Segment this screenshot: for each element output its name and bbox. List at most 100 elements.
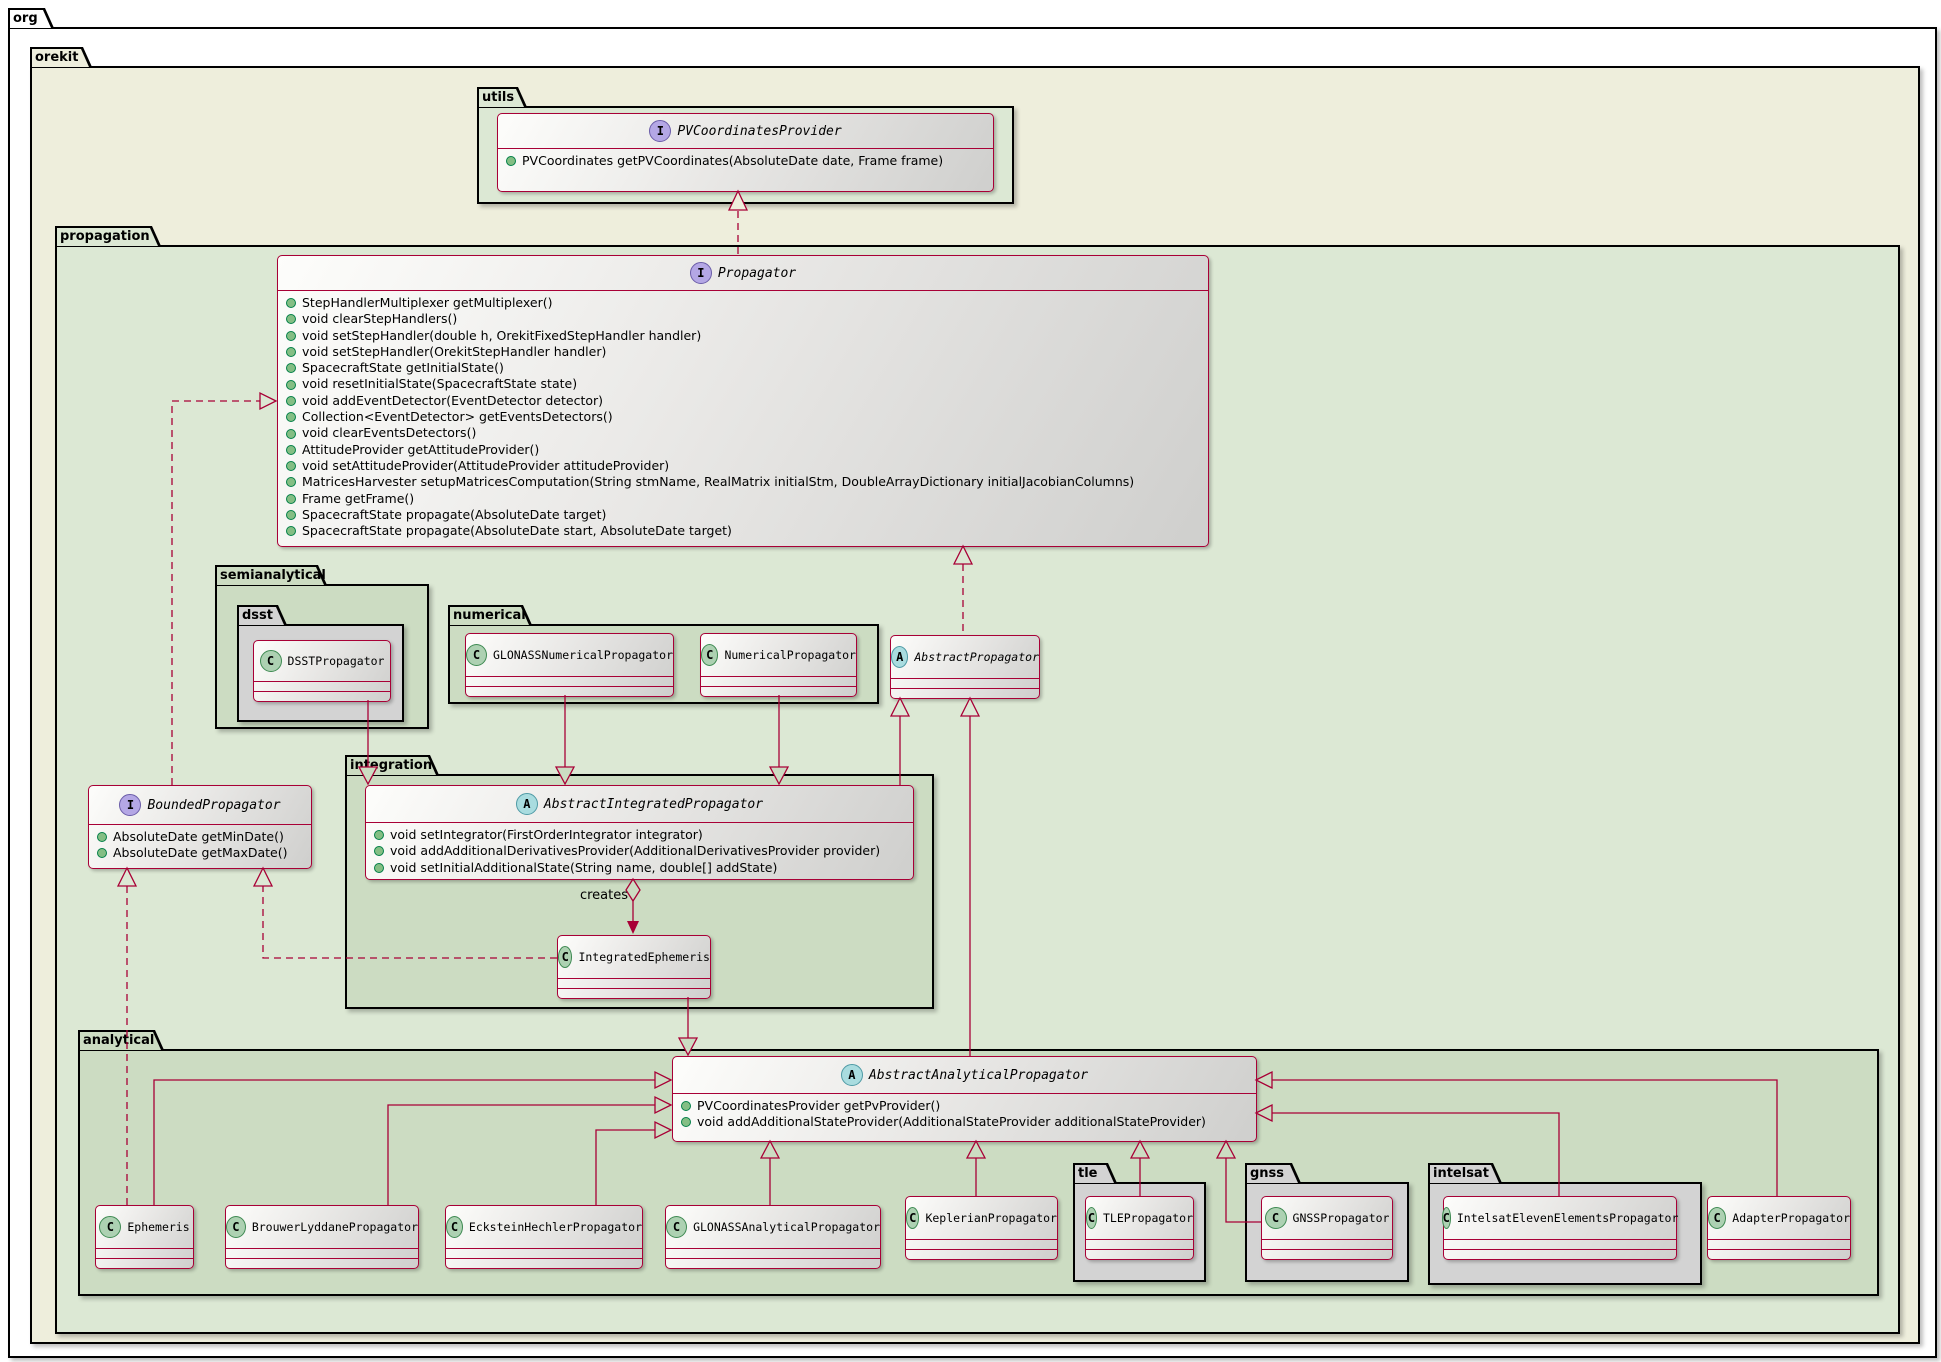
class-propagator: I Propagator StepHandlerMultiplexer getM… (277, 255, 1209, 547)
public-visibility-icon (286, 444, 296, 455)
compartment-divider (891, 678, 1039, 679)
compartment-divider (558, 978, 710, 979)
class-abstractpropagator: A AbstractPropagator (890, 635, 1040, 699)
class-icon: C (1264, 1207, 1287, 1229)
compartment-divider (891, 688, 1039, 689)
interface-icon: I (689, 262, 712, 284)
method-text: void setStepHandler(double h, OrekitFixe… (302, 327, 702, 343)
method: void addAdditionalStateProvider(Addition… (681, 1114, 1248, 1130)
tab-fill (10, 10, 51, 28)
compartment-divider (1708, 1239, 1850, 1240)
package-utils-label: utils (482, 90, 515, 105)
method: SpacecraftState propagate(AbsoluteDate s… (286, 523, 1200, 539)
method-text: void resetInitialState(SpacecraftState s… (302, 376, 578, 392)
public-visibility-icon (286, 461, 296, 472)
method: PVCoordinates getPVCoordinates(AbsoluteD… (506, 153, 985, 169)
method: MatricesHarvester setupMatricesComputati… (286, 474, 1200, 490)
fields-compartment (446, 1249, 642, 1258)
package-orekit-label: orekit (35, 50, 79, 65)
fields-compartment (96, 1249, 193, 1258)
method: void clearStepHandlers() (286, 311, 1200, 327)
package-intelsat-tab: intelsat (1428, 1163, 1502, 1183)
method-text: void addAdditionalDerivativesProvider(Ad… (390, 843, 881, 859)
compartment-divider (278, 290, 1208, 291)
fields-compartment (891, 679, 1039, 688)
methods-compartment (701, 687, 856, 696)
class-brouwerlyddanepropagator: C BrouwerLyddanePropagator (225, 1205, 419, 1269)
package-intelsat-label: intelsat (1433, 1166, 1489, 1181)
fields-compartment (1086, 1240, 1193, 1249)
methods-compartment (254, 692, 390, 701)
package-propagation-tab: propagation (55, 226, 161, 246)
method: void addEventDetector(EventDetector dete… (286, 393, 1200, 409)
package-orekit-tab: orekit (30, 47, 92, 67)
compartment-divider (666, 1258, 880, 1259)
class-name: AbstractPropagator (914, 650, 1039, 664)
public-visibility-icon (286, 428, 296, 439)
methods-compartment (1086, 1250, 1193, 1259)
methods-compartment (666, 1259, 880, 1268)
class-name: GLONASSNumericalPropagator (492, 648, 673, 662)
method-text: SpacecraftState propagate(AbsoluteDate s… (302, 523, 732, 539)
fields-compartment (466, 677, 673, 686)
compartment-divider (89, 824, 311, 825)
method-text: Frame getFrame() (302, 490, 415, 506)
public-visibility-icon (97, 832, 107, 843)
public-visibility-icon (506, 156, 516, 167)
compartment-divider (446, 1248, 642, 1249)
method-text: void addEventDetector(EventDetector dete… (302, 392, 604, 408)
methods-compartment (96, 1259, 193, 1268)
class-icon: C (906, 1207, 920, 1229)
class-header: C GLONASSAnalyticalPropagator (666, 1206, 880, 1248)
class-name: GNSSPropagator (1292, 1211, 1390, 1225)
method-text: StepHandlerMultiplexer getMultiplexer() (302, 295, 553, 310)
abstract-class-icon: A (515, 793, 538, 815)
public-visibility-icon (286, 363, 296, 374)
public-visibility-icon (286, 347, 296, 358)
method: PVCoordinatesProvider getPvProvider() (681, 1098, 1248, 1114)
class-icon: C (701, 644, 719, 666)
method: SpacecraftState getInitialState() (286, 360, 1200, 376)
class-adapterpropagator: C AdapterPropagator (1707, 1196, 1851, 1260)
fields-compartment (1262, 1240, 1392, 1249)
class-name: Propagator (717, 265, 797, 281)
fields-compartment (1708, 1240, 1850, 1249)
method: SpacecraftState propagate(AbsoluteDate t… (286, 507, 1200, 523)
class-header: A AbstractPropagator (891, 636, 1039, 678)
method: void clearEventsDetectors() (286, 425, 1200, 441)
class-header: C EcksteinHechlerPropagator (446, 1206, 642, 1248)
fields-compartment (701, 677, 856, 686)
method-text: void setStepHandler(OrekitStepHandler ha… (302, 343, 607, 359)
package-org-label: org (13, 11, 38, 26)
method: void setStepHandler(double h, OrekitFixe… (286, 328, 1200, 344)
method: void setIntegrator(FirstOrderIntegrator … (374, 827, 905, 843)
compartment-divider (446, 1258, 642, 1259)
class-header: C IntelsatElevenElementsPropagator (1441, 1197, 1678, 1239)
public-visibility-icon (374, 862, 384, 873)
public-visibility-icon (286, 510, 296, 520)
package-dsst-label: dsst (242, 608, 273, 623)
methods-compartment (1262, 1250, 1392, 1259)
abstract-class-icon: A (840, 1064, 863, 1086)
compartment-divider (226, 1258, 418, 1259)
methods-compartment (1708, 1250, 1850, 1259)
class-abstractintegratedpropagator: A AbstractIntegratedPropagator void setI… (365, 785, 914, 880)
class-name: GLONASSAnalyticalPropagator (693, 1220, 880, 1234)
methods-compartment (446, 1259, 642, 1268)
methods-compartment (466, 687, 673, 696)
compartment-divider (558, 988, 710, 989)
class-icon: C (558, 946, 573, 968)
compartment-divider (96, 1258, 193, 1259)
package-semianalytical-label: semianalytical (220, 568, 326, 583)
class-header: C GNSSPropagator (1262, 1197, 1392, 1239)
public-visibility-icon (286, 298, 296, 309)
interface-icon: I (119, 794, 142, 816)
compartment-divider (701, 686, 856, 687)
class-name: AbstractIntegratedPropagator (543, 796, 764, 812)
package-tle-tab: tle (1073, 1163, 1117, 1183)
class-header: C Ephemeris (96, 1206, 193, 1248)
class-numericalpropagator: C NumericalPropagator (700, 633, 857, 697)
class-name: EcksteinHechlerPropagator (468, 1220, 642, 1234)
class-glonassanalyticalpropagator: C GLONASSAnalyticalPropagator (665, 1205, 881, 1269)
